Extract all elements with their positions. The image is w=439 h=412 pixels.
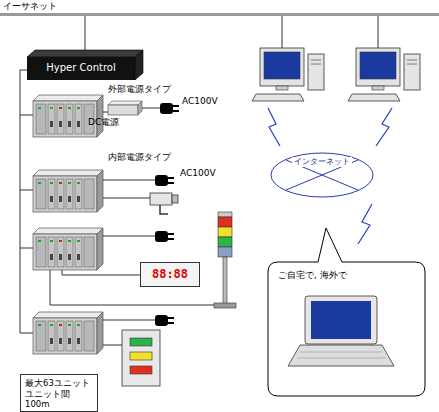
led-display: 88:88 — [140, 262, 200, 287]
camera-mount — [160, 205, 168, 214]
wireless-bolt — [268, 108, 280, 146]
ethernet-line — [0, 13, 439, 16]
power-plug — [155, 175, 174, 186]
pc — [348, 48, 420, 101]
tower-base — [214, 303, 236, 308]
power-plug — [155, 231, 174, 242]
power-cord — [103, 236, 155, 237]
tower-lamp-blue — [218, 247, 232, 257]
camera — [150, 193, 172, 205]
camera-lens — [172, 195, 178, 203]
node-text: ご自宅で, 海外で — [278, 270, 347, 281]
node-text: Hyper Control — [46, 62, 115, 75]
pc — [252, 48, 324, 101]
button-yellow — [130, 352, 152, 360]
remote-bubble: ご自宅で, 海外で — [268, 262, 425, 396]
lan-wire — [282, 16, 283, 48]
io-unit — [33, 312, 103, 354]
tower-pole — [223, 257, 227, 304]
type-label: 外部電源タイプ — [108, 84, 171, 95]
node-text: DC電源 — [88, 117, 119, 128]
button-red — [130, 366, 152, 374]
wireless-bolt — [376, 108, 392, 146]
dc-supply — [108, 105, 138, 115]
dc-supply-top — [108, 101, 142, 105]
voltage-label: AC100V — [182, 96, 218, 107]
tower-lamp-yellow — [218, 227, 232, 237]
power-cord — [103, 320, 155, 321]
controller-side — [135, 50, 143, 80]
network-label: イーサネット — [3, 1, 57, 12]
tower-lamp-red — [218, 217, 232, 227]
voltage-label: AC100V — [180, 168, 216, 179]
tower-lamp-green — [218, 237, 232, 247]
controller-front — [27, 57, 135, 80]
button-green — [130, 338, 152, 346]
laptop-keys — [300, 352, 382, 353]
laptop-lid — [305, 296, 377, 344]
node-text: インターネット — [292, 157, 352, 167]
power-plug — [160, 103, 179, 114]
internet-outline — [271, 153, 373, 197]
camera-wire — [103, 198, 150, 199]
tower-cap — [218, 212, 232, 217]
power-plug — [155, 315, 174, 326]
switch-panel — [122, 330, 160, 386]
io-unit — [33, 170, 103, 212]
node-text: 88:88 — [152, 267, 188, 282]
lan-wire — [378, 16, 379, 48]
note-box: 最大63ユニット ユニット間100m — [20, 374, 98, 412]
internet-cloud: インターネット — [270, 152, 374, 198]
controller-top — [27, 50, 143, 57]
type-label: 内部電源タイプ — [108, 152, 171, 163]
panel-wire — [103, 345, 122, 346]
dc-supply-box: DC電源 — [108, 101, 142, 115]
power-cord — [103, 180, 155, 181]
laptop-base — [288, 345, 394, 366]
power-cord — [142, 108, 160, 109]
io-unit — [33, 228, 103, 270]
laptop-keys — [297, 358, 386, 359]
dc-supply-side — [138, 101, 142, 115]
io-unit — [33, 95, 103, 137]
display-wire — [62, 270, 140, 275]
controller-box: Hyper Control — [27, 57, 135, 80]
wireless-bolt — [358, 204, 372, 244]
power-cord — [103, 112, 108, 113]
laptop-screen — [311, 301, 371, 339]
speech-bubble — [268, 228, 425, 396]
node-text: 最大63ユニット ユニット間100m — [25, 378, 93, 410]
bus-wire — [20, 70, 33, 333]
lan-wire — [85, 16, 86, 50]
